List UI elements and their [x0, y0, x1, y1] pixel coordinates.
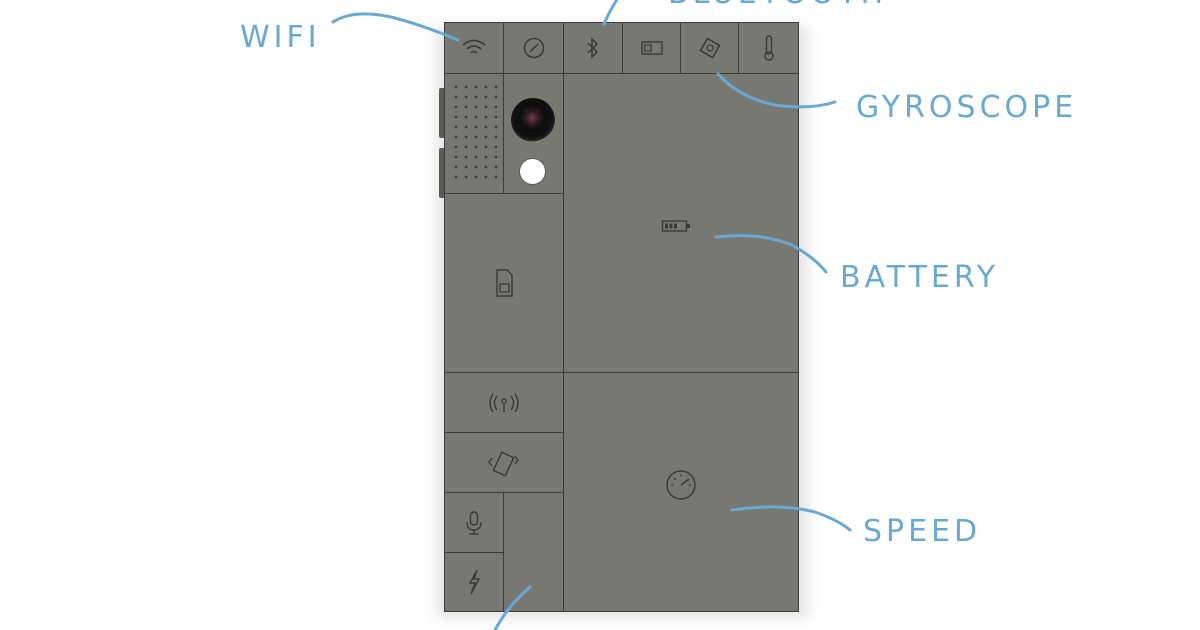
speed-leader-line — [730, 505, 852, 532]
card-icon — [640, 41, 663, 55]
gyroscope-leader-line — [716, 72, 837, 109]
camera-flash — [519, 158, 546, 185]
module-speed — [563, 372, 799, 612]
module-battery — [563, 73, 799, 373]
module-thermometer — [738, 22, 799, 74]
battery-leader-line — [714, 234, 828, 274]
module-gyroscope — [680, 22, 739, 74]
speedometer-icon — [666, 470, 696, 500]
bluetooth-icon — [587, 37, 599, 59]
sim-card-icon — [496, 269, 513, 297]
microphone-icon — [466, 510, 482, 535]
module-blank — [503, 492, 564, 612]
battery-icon — [662, 220, 691, 232]
label-battery: BATTERY — [840, 260, 1000, 295]
module-microphone — [444, 492, 504, 553]
wifi-leader-line — [331, 12, 460, 42]
side-button-upper — [439, 88, 446, 138]
module-power — [444, 552, 504, 612]
gyroscope-icon — [698, 37, 721, 59]
speaker-grille — [454, 85, 498, 179]
module-storage — [622, 22, 681, 74]
label-bluetooth: BLUETOOTH — [668, 0, 887, 11]
module-sim — [444, 193, 564, 373]
compass-icon — [523, 37, 544, 59]
lightning-icon — [468, 569, 481, 595]
camera-lens — [511, 98, 555, 142]
thermometer-icon — [763, 35, 774, 61]
wifi-icon — [462, 39, 486, 54]
module-antenna — [444, 372, 564, 433]
label-wifi: WIFI — [240, 20, 321, 55]
label-gyroscope: GYROSCOPE — [856, 90, 1078, 125]
antenna-icon — [489, 393, 519, 412]
bluetooth-leader-line — [602, 0, 619, 26]
label-speed: SPEED — [863, 514, 982, 549]
bottom-leader-line — [493, 585, 532, 630]
vibration-icon — [488, 450, 519, 477]
side-button-lower — [439, 148, 446, 198]
